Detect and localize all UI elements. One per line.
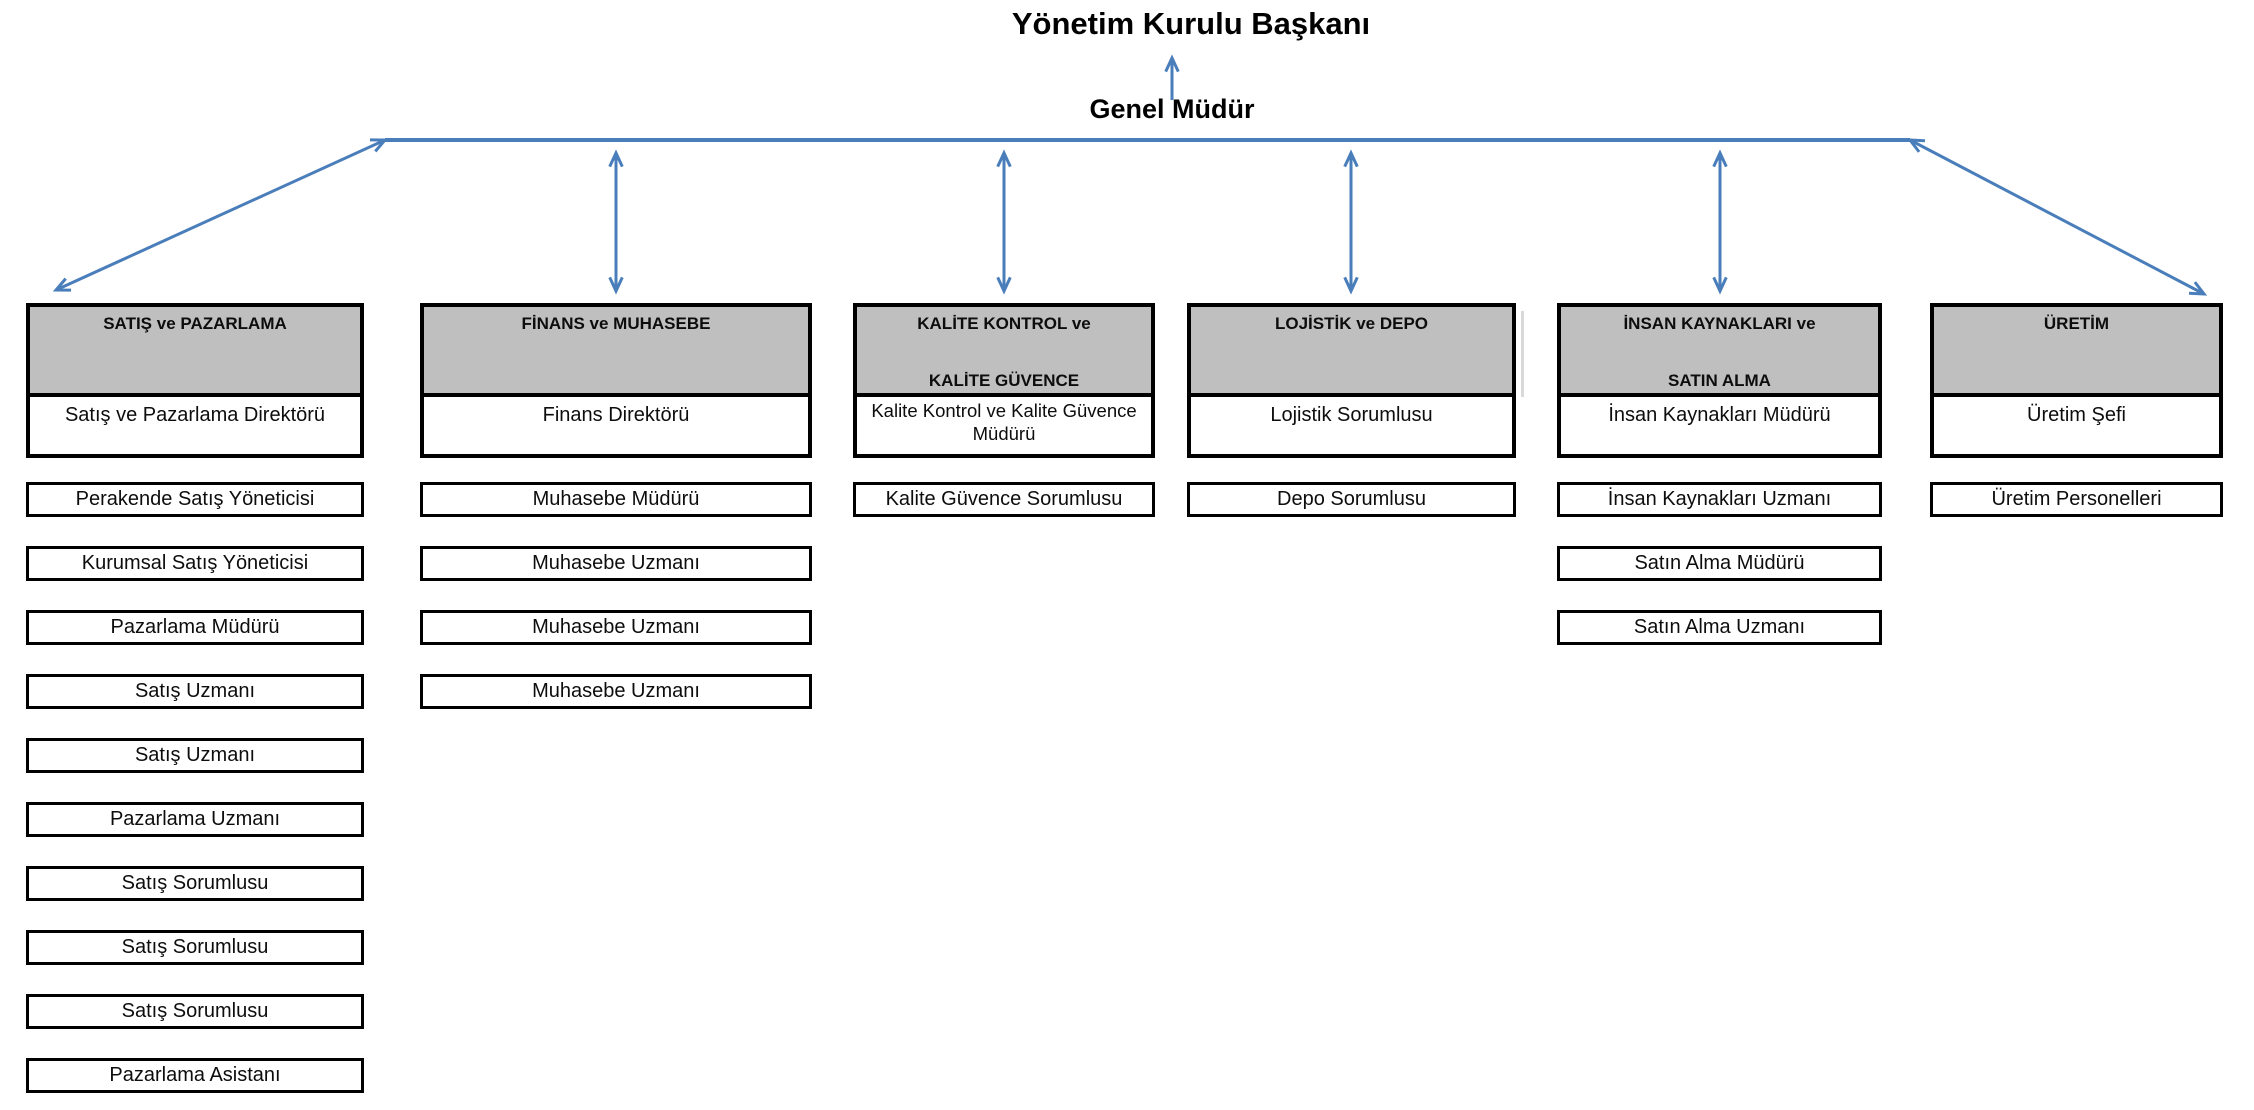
department-header-box[interactable]: FİNANS ve MUHASEBE Finans Direktörü: [420, 303, 812, 458]
double-arrow-diagonal-right-icon: [1906, 138, 2208, 296]
department-title-line1: SATIŞ ve PAZARLAMA: [103, 314, 287, 333]
position-label: Kurumsal Satış Yöneticisi: [81, 552, 309, 574]
position-label: Kalite Güvence Sorumlusu: [885, 488, 1123, 510]
department-title-line1: ÜRETİM: [2043, 314, 2110, 333]
general-manager-label: Genel Müdür: [1089, 94, 1255, 124]
department-title: İNSAN KAYNAKLARI ve SATIN ALMA: [1561, 307, 1878, 397]
position-box[interactable]: Kurumsal Satış Yöneticisi: [26, 546, 364, 581]
position-label: Muhasebe Uzmanı: [532, 680, 700, 702]
position-list: Perakende Satış Yöneticisi Kurumsal Satı…: [26, 482, 364, 1093]
department-column-logistics-warehouse: LOJİSTİK ve DEPO Lojistik Sorumlusu Depo…: [1187, 303, 1516, 517]
department-title-line1: LOJİSTİK ve DEPO: [1274, 314, 1429, 333]
position-list: Üretim Personelleri: [1930, 482, 2223, 517]
double-arrow-vertical-insan-kaynaklari-icon: [1712, 149, 1728, 295]
department-manager: Finans Direktörü: [542, 404, 690, 426]
department-header-box[interactable]: ÜRETİM Üretim Şefi: [1930, 303, 2223, 458]
position-list: İnsan Kaynakları Uzmanı Satın Alma Müdür…: [1557, 482, 1882, 645]
department-title-line1: KALİTE KONTROL ve: [917, 314, 1091, 333]
department-title-line1: İNSAN KAYNAKLARI ve: [1623, 314, 1816, 333]
department-title-line1: FİNANS ve MUHASEBE: [521, 314, 711, 333]
position-label: Satış Sorumlusu: [121, 1000, 269, 1022]
position-list: Kalite Güvence Sorumlusu: [853, 482, 1155, 517]
department-column-quality: KALİTE KONTROL ve KALİTE GÜVENCE Kalite …: [853, 303, 1155, 517]
position-box[interactable]: Perakende Satış Yöneticisi: [26, 482, 364, 517]
position-label: Satış Sorumlusu: [121, 872, 269, 894]
position-label: Satın Alma Müdürü: [1634, 552, 1805, 574]
department-column-hr-purchasing: İNSAN KAYNAKLARI ve SATIN ALMA İnsan Kay…: [1557, 303, 1882, 645]
position-box[interactable]: Satış Sorumlusu: [26, 866, 364, 901]
position-list: Muhasebe Müdürü Muhasebe Uzmanı Muhasebe…: [420, 482, 812, 709]
department-header-box[interactable]: İNSAN KAYNAKLARI ve SATIN ALMA İnsan Kay…: [1557, 303, 1882, 458]
department-title-line2: SATIN ALMA: [1668, 371, 1771, 391]
position-label: Satın Alma Uzmanı: [1633, 616, 1806, 638]
position-box[interactable]: Satış Uzmanı: [26, 738, 364, 773]
double-arrow-vertical-finans-icon: [608, 149, 624, 295]
position-box[interactable]: Satış Uzmanı: [26, 674, 364, 709]
position-label: İnsan Kaynakları Uzmanı: [1607, 488, 1832, 510]
position-label: Depo Sorumlusu: [1277, 488, 1426, 510]
department-title: LOJİSTİK ve DEPO: [1191, 307, 1512, 397]
double-arrow-vertical-kalite-icon: [996, 149, 1012, 295]
department-title: KALİTE KONTROL ve KALİTE GÜVENCE: [857, 307, 1151, 397]
department-title-line2: KALİTE GÜVENCE: [928, 371, 1080, 391]
position-label: Muhasebe Müdürü: [532, 488, 700, 510]
department-manager: Üretim Şefi: [2027, 404, 2126, 426]
position-box[interactable]: Muhasebe Uzmanı: [420, 610, 812, 645]
position-label: Perakende Satış Yöneticisi: [75, 488, 315, 510]
department-title: ÜRETİM: [1934, 307, 2219, 397]
position-label: Pazarlama Uzmanı: [109, 808, 281, 830]
position-label: Muhasebe Uzmanı: [532, 552, 700, 574]
position-box[interactable]: Depo Sorumlusu: [1187, 482, 1516, 517]
position-label: Satış Uzmanı: [134, 744, 256, 766]
department-header-box[interactable]: LOJİSTİK ve DEPO Lojistik Sorumlusu: [1187, 303, 1516, 458]
position-box[interactable]: Muhasebe Uzmanı: [420, 546, 812, 581]
position-box[interactable]: Satın Alma Müdürü: [1557, 546, 1882, 581]
department-column-finance-accounting: FİNANS ve MUHASEBE Finans Direktörü Muha…: [420, 303, 812, 709]
position-box[interactable]: Muhasebe Uzmanı: [420, 674, 812, 709]
position-label: Satış Uzmanı: [134, 680, 256, 702]
department-title: FİNANS ve MUHASEBE: [424, 307, 808, 397]
position-box[interactable]: Muhasebe Müdürü: [420, 482, 812, 517]
position-label: Pazarlama Müdürü: [110, 616, 280, 638]
position-box[interactable]: Pazarlama Asistanı: [26, 1058, 364, 1093]
position-label: Satış Sorumlusu: [121, 936, 269, 958]
double-arrow-vertical-lojistik-icon: [1343, 149, 1359, 295]
position-box[interactable]: Satın Alma Uzmanı: [1557, 610, 1882, 645]
position-box[interactable]: Pazarlama Müdürü: [26, 610, 364, 645]
position-label: Pazarlama Asistanı: [109, 1064, 281, 1086]
position-box[interactable]: Satış Sorumlusu: [26, 994, 364, 1029]
department-title: SATIŞ ve PAZARLAMA: [30, 307, 360, 397]
department-manager: Satış ve Pazarlama Direktörü: [64, 404, 326, 426]
stray-gray-line: [1521, 311, 1524, 397]
department-column-sales-marketing: SATIŞ ve PAZARLAMA Satış ve Pazarlama Di…: [26, 303, 364, 1093]
position-box[interactable]: Üretim Personelleri: [1930, 482, 2223, 517]
department-column-production: ÜRETİM Üretim Şefi Üretim Personelleri: [1930, 303, 2223, 517]
department-header-box[interactable]: SATIŞ ve PAZARLAMA Satış ve Pazarlama Di…: [26, 303, 364, 458]
department-manager: Lojistik Sorumlusu: [1270, 404, 1433, 426]
position-box[interactable]: Pazarlama Uzmanı: [26, 802, 364, 837]
position-box[interactable]: Satış Sorumlusu: [26, 930, 364, 965]
department-manager: İnsan Kaynakları Müdürü: [1608, 404, 1831, 426]
page-title: Yönetim Kurulu Başkanı: [1011, 6, 1371, 41]
position-list: Depo Sorumlusu: [1187, 482, 1516, 517]
position-label: Üretim Personelleri: [1991, 488, 2162, 510]
double-arrow-diagonal-left-icon: [52, 138, 389, 292]
department-header-box[interactable]: KALİTE KONTROL ve KALİTE GÜVENCE Kalite …: [853, 303, 1155, 458]
position-box[interactable]: Kalite Güvence Sorumlusu: [853, 482, 1155, 517]
position-box[interactable]: İnsan Kaynakları Uzmanı: [1557, 482, 1882, 517]
position-label: Muhasebe Uzmanı: [532, 616, 700, 638]
department-manager: Kalite Kontrol ve Kalite Güvence Müdürü: [871, 400, 1137, 445]
